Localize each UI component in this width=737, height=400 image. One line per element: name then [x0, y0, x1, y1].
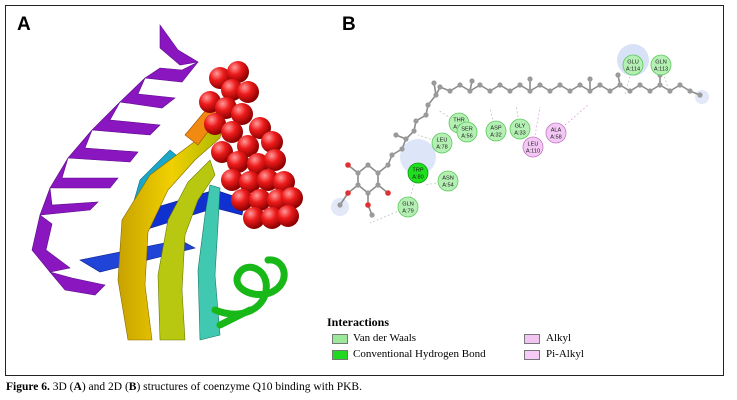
residue-id: A:80: [412, 175, 424, 181]
residue-disc: [485, 120, 507, 142]
caption-ref-a: A: [73, 381, 82, 393]
green-loop: [211, 256, 288, 329]
residue-id: A:79: [402, 209, 414, 215]
legend-swatch-vdw: [332, 334, 348, 344]
residue-name: LEU: [437, 138, 448, 144]
ligand-spheres: [199, 61, 303, 229]
residue-id: A:56: [461, 134, 473, 140]
legend-title: Interactions: [327, 315, 389, 329]
residue-disc: [407, 162, 429, 184]
legend-swatch-pi-alkyl: [524, 350, 540, 360]
residue-name: ASP: [490, 126, 501, 132]
legend-label-alkyl: Alkyl: [546, 332, 572, 344]
residue-id: A:32: [490, 133, 502, 139]
legend-swatch-hbond: [332, 350, 348, 360]
residue-name: GLN: [655, 60, 667, 66]
beta-sheet-green-yellow: [157, 159, 216, 341]
residue-id: A:113: [654, 67, 668, 73]
caption-text-1: 3D (: [49, 381, 74, 393]
caption-ref-b: B: [128, 381, 137, 393]
legend-swatch-alkyl: [524, 334, 540, 344]
figure-caption: Figure 6. 3D (A) and 2D (B) structures o…: [6, 381, 362, 393]
solvent-halo: [695, 90, 709, 104]
legend-label-hbond: Conventional Hydrogen Bond: [353, 348, 486, 360]
solvent-halo: [400, 139, 436, 175]
ligand-skeleton: [339, 74, 701, 216]
ligand-atoms: [337, 72, 703, 218]
residue-disc: [509, 118, 531, 140]
panel-b-label: B: [342, 14, 356, 35]
residue-id: A:54: [442, 183, 454, 189]
residue-disc: [397, 196, 419, 218]
beta-strand-teal: [197, 184, 221, 341]
ligand-oxygens: [345, 162, 391, 208]
residue-disc: [431, 132, 453, 154]
residue-name: TRP: [412, 168, 423, 174]
residue-name: SER: [461, 127, 473, 133]
residue-id: A:78: [436, 145, 448, 151]
residue-name: THR: [453, 118, 465, 124]
residue-name: GLN: [402, 202, 414, 208]
residue-disc: [522, 136, 544, 158]
residue-disc: [650, 54, 672, 76]
legend-label-pi-alkyl: Pi-Alkyl: [546, 348, 584, 360]
residue-name: ALA: [551, 128, 562, 134]
panel-a-label: A: [17, 14, 31, 35]
residue-id: A:58: [550, 135, 562, 141]
residue-id: A:114: [626, 67, 640, 73]
residue-name: LEU: [528, 142, 539, 148]
protein-3d-structure: [31, 24, 303, 341]
residue-name: GLY: [515, 124, 526, 130]
residue-name: ASN: [442, 176, 454, 182]
residue-id: A:110: [526, 149, 540, 155]
interaction-2d-diagram: GLUA:114GLNA:113THRA:34SERA:56ASPA:32GLY…: [331, 44, 709, 224]
residue-disc: [456, 121, 478, 143]
residue-disc: [437, 170, 459, 192]
legend-label-vdw: Van der Waals: [353, 332, 417, 344]
residue-disc: [545, 122, 567, 144]
alkyl-lines: [532, 104, 589, 148]
residue-id: A:33: [514, 131, 526, 137]
caption-figure-number: Figure 6.: [6, 381, 50, 393]
residue-name: GLU: [627, 60, 639, 66]
residue-disc: [622, 54, 644, 76]
alpha-helix: [31, 24, 199, 296]
figure-frame: [5, 5, 724, 376]
caption-text-2: ) and 2D (: [81, 381, 129, 393]
caption-text-3: ) structures of coenzyme Q10 binding wit…: [136, 381, 362, 393]
